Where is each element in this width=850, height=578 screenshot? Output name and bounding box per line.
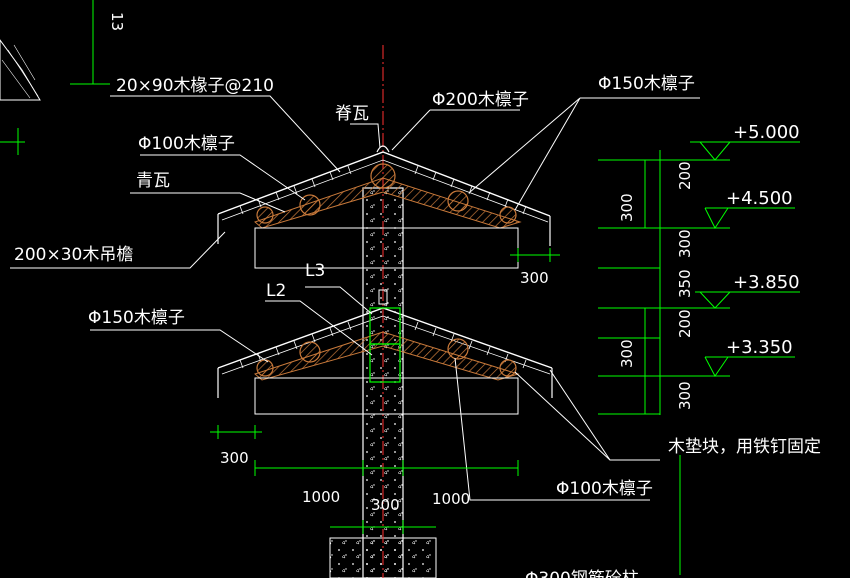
horizontal-dimensions [210,248,560,534]
rafter-label: 20×90木椽子@210 [116,76,274,96]
elevation-3850: +3.850 [733,272,800,293]
green-tile-label: 青瓦 [136,171,170,191]
lower-roof [217,289,553,415]
beam-l2-label: L2 [266,281,286,301]
adjacent-detail-fragment: 13 [0,0,126,155]
dim-v5: 200 [676,309,694,338]
vertical-dimensions [598,150,730,575]
elevation-markers [690,141,800,377]
dim-left-span: 1000 [302,488,340,506]
leader-lines [10,95,700,501]
dim-v4: 350 [676,269,694,298]
dim-v3: 300 [676,229,694,258]
purlin-150-top-label: Φ150木檩子 [598,74,695,94]
dim-v6: 300 [618,339,636,368]
beam-l3-label: L3 [305,261,325,281]
dim-eave-bottom: 300 [220,449,249,467]
upper-roof [217,145,551,269]
elevation-3350: +3.350 [726,337,793,358]
ridge-tile-label: 脊瓦 [335,104,369,124]
elevation-4500: +4.500 [726,188,793,209]
concrete-column [329,45,437,578]
purlin-150-bottom-label: Φ150木檩子 [88,308,185,328]
beam-l2-outline [369,343,401,383]
purlin-100-top-label: Φ100木檩子 [138,134,235,154]
elevation-5000: +5.000 [733,122,800,143]
dim-v1: 200 [676,161,694,190]
purlin-200-label: Φ200木檩子 [432,90,529,110]
dim-eave-top: 300 [520,269,549,287]
clipped-dim-label: 13 [108,12,126,31]
wood-pad-label: 木垫块，用铁钉固定 [668,437,821,457]
dim-v7: 300 [676,381,694,410]
dim-v2: 300 [618,193,636,222]
dim-right-span: 1000 [432,490,470,508]
purlin-100-bottom-label: Φ100木檩子 [556,479,653,499]
fascia-label: 200×30木吊檐 [14,245,133,265]
dim-col-width: 300 [371,496,400,514]
column-label: Φ300钢筋砼柱 [525,569,639,578]
